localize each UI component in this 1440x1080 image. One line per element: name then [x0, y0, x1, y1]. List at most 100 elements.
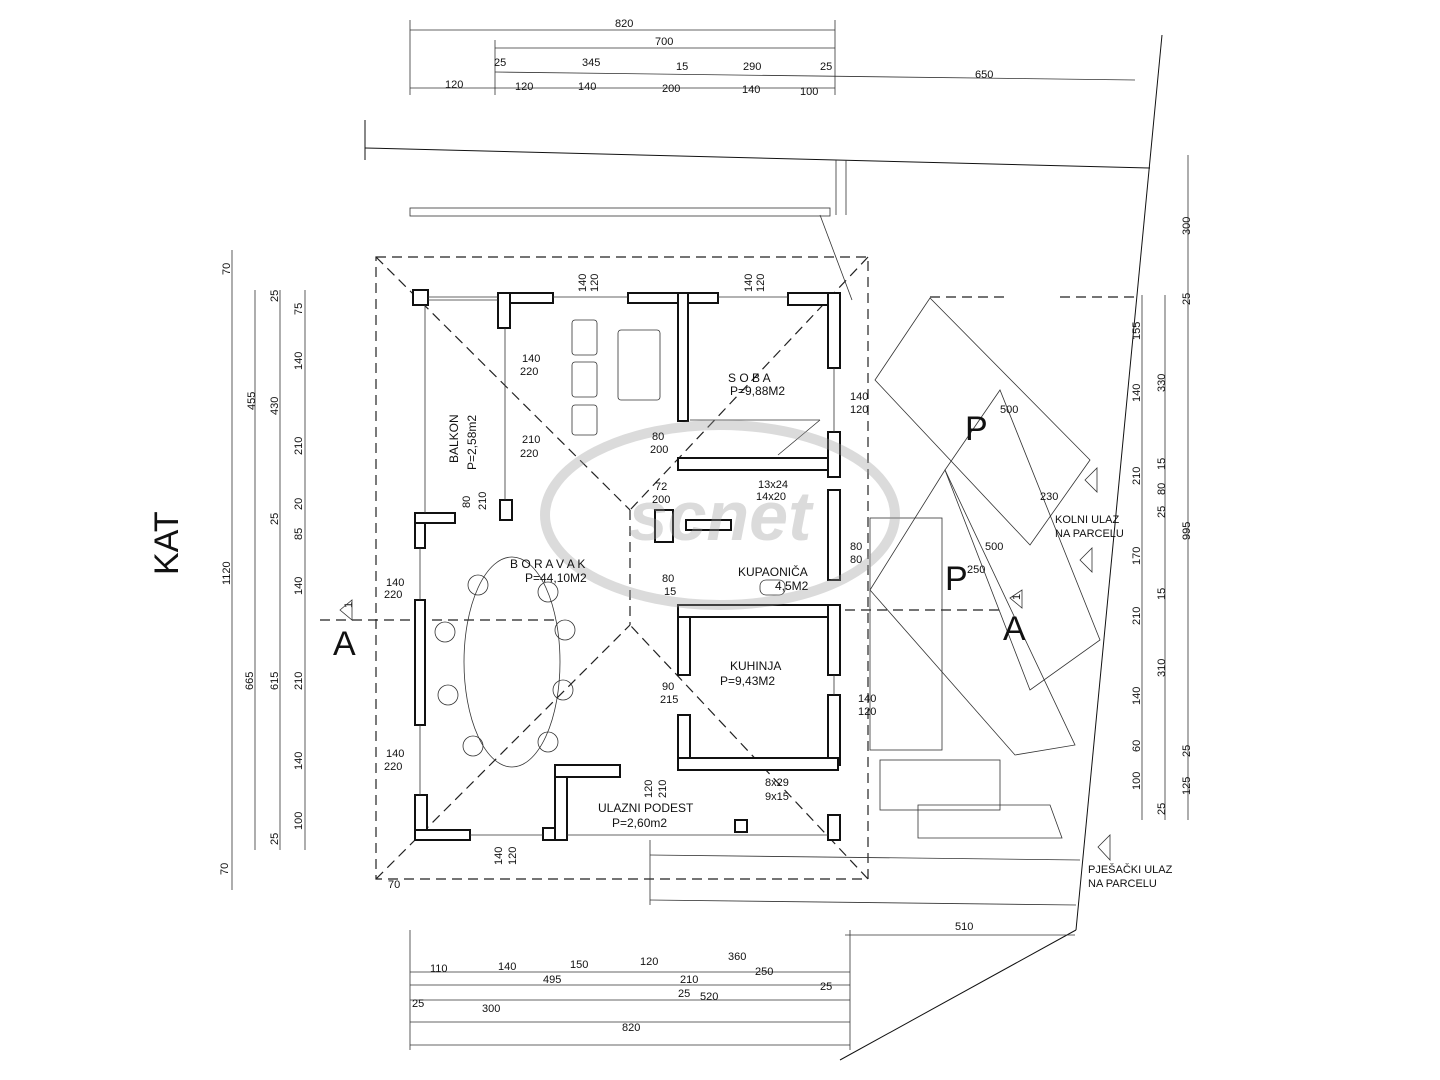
kolni-arrow-icon — [1079, 547, 1093, 573]
plan-title: KAT — [148, 511, 186, 575]
ulazni-podest-area: P=2,60m2 — [612, 816, 667, 830]
svg-text:90: 90 — [662, 681, 674, 693]
svg-text:210: 210 — [1131, 607, 1143, 625]
svg-text:140: 140 — [850, 391, 868, 403]
svg-text:100: 100 — [800, 86, 818, 98]
kuhinja-area: P=9,43M2 — [720, 674, 775, 688]
svg-text:120: 120 — [850, 404, 868, 416]
svg-text:210: 210 — [293, 437, 305, 455]
svg-text:455: 455 — [246, 392, 258, 410]
svg-text:200: 200 — [650, 444, 668, 456]
svg-text:25: 25 — [1156, 803, 1168, 815]
svg-text:120: 120 — [445, 79, 463, 91]
svg-text:25: 25 — [1156, 506, 1168, 518]
svg-text:120: 120 — [755, 274, 767, 292]
svg-text:495: 495 — [543, 974, 561, 986]
dim-top-820: 820 — [615, 18, 633, 30]
balkon-area: P=2,58m2 — [465, 415, 479, 470]
opening-labels: 140 120 140 120 140 220 210 220 80 200 8… — [384, 274, 876, 891]
parking-label-2: P — [945, 560, 968, 598]
svg-text:25: 25 — [1181, 745, 1193, 757]
svg-text:80: 80 — [850, 541, 862, 553]
svg-text:150: 150 — [570, 959, 588, 971]
svg-text:25: 25 — [412, 998, 424, 1010]
svg-text:14x20: 14x20 — [756, 491, 786, 503]
svg-text:60: 60 — [1131, 740, 1143, 752]
svg-text:8x29: 8x29 — [765, 777, 789, 789]
site-lines — [364, 34, 1163, 1061]
svg-text:25: 25 — [269, 290, 281, 302]
svg-text:80: 80 — [850, 554, 862, 566]
svg-text:310: 310 — [1156, 659, 1168, 677]
section-number-right: 1 — [1011, 594, 1023, 600]
svg-text:210: 210 — [293, 672, 305, 690]
svg-text:345: 345 — [582, 57, 600, 69]
section-letter-left: A — [333, 625, 356, 663]
kupaonica-name: KUPAONIČA — [738, 564, 808, 579]
svg-text:15: 15 — [1156, 458, 1168, 470]
dim-bottom-820: 820 — [622, 1022, 640, 1034]
svg-text:360: 360 — [728, 951, 746, 963]
svg-text:650: 650 — [975, 69, 993, 81]
svg-text:100: 100 — [293, 812, 305, 830]
svg-text:215: 215 — [660, 694, 678, 706]
kupaonica-area: 4,5M2 — [775, 579, 809, 593]
parking-dim-250: 250 — [967, 564, 985, 576]
svg-text:210: 210 — [657, 780, 669, 798]
svg-text:140: 140 — [577, 274, 589, 292]
pjesacki-ulaz-line1: PJEŠAČKI ULAZ — [1088, 863, 1173, 876]
svg-text:120: 120 — [507, 847, 519, 865]
boravak-name: B O R A V A K — [510, 557, 585, 571]
parking-label-1: P — [965, 410, 988, 448]
svg-text:25: 25 — [820, 981, 832, 993]
svg-text:25: 25 — [820, 61, 832, 73]
svg-text:220: 220 — [520, 366, 538, 378]
svg-text:75: 75 — [293, 303, 305, 315]
dims-left: 70 1120 70 455 665 25 430 25 615 25 75 1… — [219, 250, 306, 890]
svg-text:25: 25 — [269, 513, 281, 525]
parking-dim-500-b: 500 — [985, 541, 1003, 553]
svg-text:210: 210 — [522, 434, 540, 446]
svg-text:15: 15 — [1156, 588, 1168, 600]
svg-text:290: 290 — [743, 61, 761, 73]
soba-name: S O B A — [728, 371, 771, 385]
svg-text:220: 220 — [384, 589, 402, 601]
room-labels: BALKON P=2,58m2 S O B A P=9,88M2 B O R A… — [447, 371, 1173, 890]
dims-top: 820 700 25 345 15 290 25 650 120 120 140… — [409, 18, 1136, 98]
svg-text:210: 210 — [1131, 467, 1143, 485]
furniture — [434, 319, 821, 768]
watermark: scnet — [540, 420, 900, 610]
kolni-ulaz-line1: KOLNI ULAZ — [1055, 514, 1119, 526]
ulazni-podest-name: ULAZNI PODEST — [598, 801, 694, 815]
section-letter-right: A — [1003, 610, 1026, 648]
svg-text:80: 80 — [1156, 483, 1168, 495]
svg-text:140: 140 — [858, 693, 876, 705]
svg-text:70: 70 — [388, 879, 400, 891]
svg-text:995: 995 — [1181, 522, 1193, 540]
kolni-ulaz-line2: NA PARCELU — [1055, 528, 1124, 540]
svg-text:140: 140 — [743, 274, 755, 292]
svg-text:70: 70 — [219, 863, 231, 875]
svg-text:15: 15 — [676, 61, 688, 73]
svg-text:140: 140 — [1131, 384, 1143, 402]
svg-text:200: 200 — [662, 83, 680, 95]
svg-text:70: 70 — [221, 263, 233, 275]
svg-text:250: 250 — [755, 966, 773, 978]
svg-text:140: 140 — [293, 752, 305, 770]
svg-text:140: 140 — [522, 353, 540, 365]
svg-text:520: 520 — [700, 991, 718, 1003]
svg-text:140: 140 — [498, 961, 516, 973]
svg-text:15: 15 — [664, 586, 676, 598]
svg-text:140: 140 — [493, 847, 505, 865]
svg-text:110: 110 — [430, 963, 448, 975]
pjesacki-ulaz-line2: NA PARCELU — [1088, 878, 1157, 890]
parking-dim-500-a: 500 — [1000, 404, 1018, 416]
svg-text:80: 80 — [662, 573, 674, 585]
svg-text:20: 20 — [293, 498, 305, 510]
svg-text:120: 120 — [589, 274, 601, 292]
svg-text:120: 120 — [640, 956, 658, 968]
svg-text:170: 170 — [1131, 547, 1143, 565]
svg-text:430: 430 — [269, 397, 281, 415]
svg-text:80: 80 — [652, 431, 664, 443]
parking-area: P P 500 230 500 250 — [869, 297, 1101, 756]
